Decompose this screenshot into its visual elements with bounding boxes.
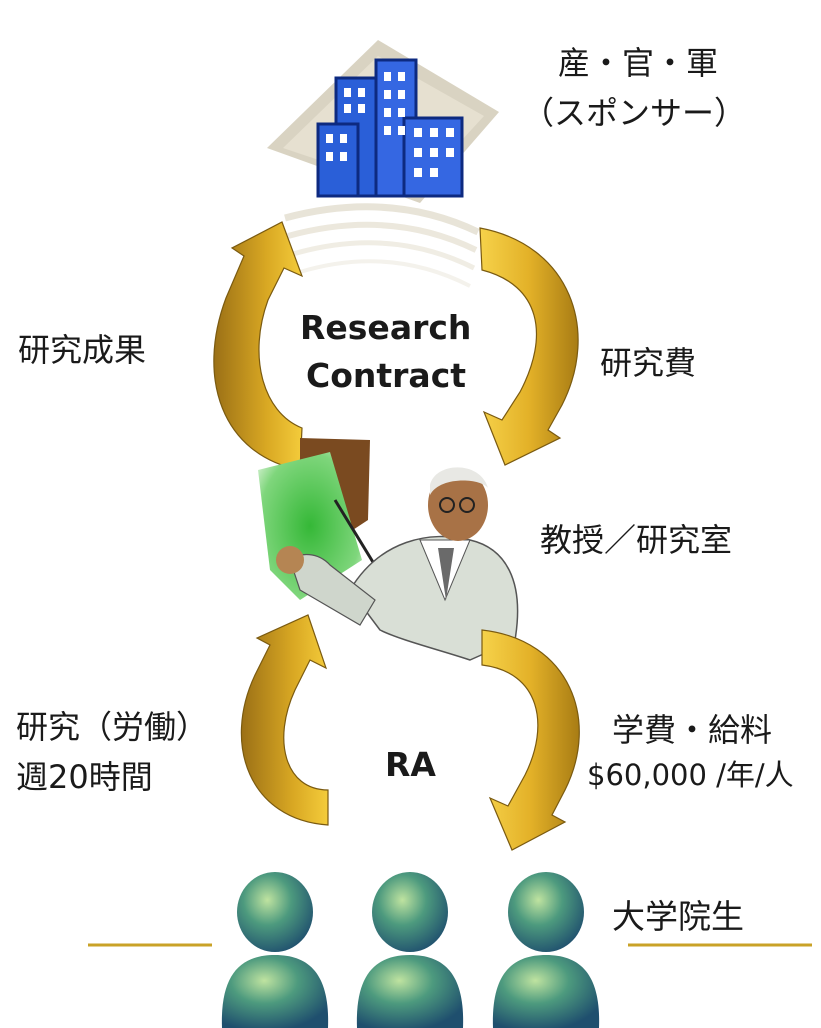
research-funding-arrow [479, 227, 579, 466]
research-labor-label: 研究（労働） [16, 708, 209, 746]
tuition-salary-label: 学費・給料 [612, 711, 773, 749]
research-funding-label: 研究費 [600, 344, 697, 382]
graduate-students-label: 大学院生 [612, 897, 744, 936]
sponsor-label-line2: （スポンサー） [522, 94, 747, 132]
contract-swoosh [284, 203, 480, 288]
research-labor-arrow [240, 614, 329, 826]
research-contract-line2: Contract [306, 356, 467, 395]
research-results-arrow [213, 221, 304, 471]
professor-icon [258, 438, 519, 661]
research-results-label: 研究成果 [18, 331, 147, 369]
sponsor-label-line1: 産・官・軍 [558, 44, 719, 82]
sponsor-building-icon [267, 40, 499, 203]
hours-per-week-label: 週20時間 [16, 758, 153, 796]
ra-label: RA [385, 745, 436, 784]
student-icon [356, 872, 464, 1028]
student-icon [492, 872, 600, 1028]
salary-amount-label: $60,000 /年/人 [587, 758, 794, 792]
research-contract-line1: Research [300, 308, 472, 347]
professor-lab-label: 教授／研究室 [540, 521, 733, 559]
tuition-salary-arrow [481, 629, 580, 851]
student-icon [221, 872, 329, 1028]
